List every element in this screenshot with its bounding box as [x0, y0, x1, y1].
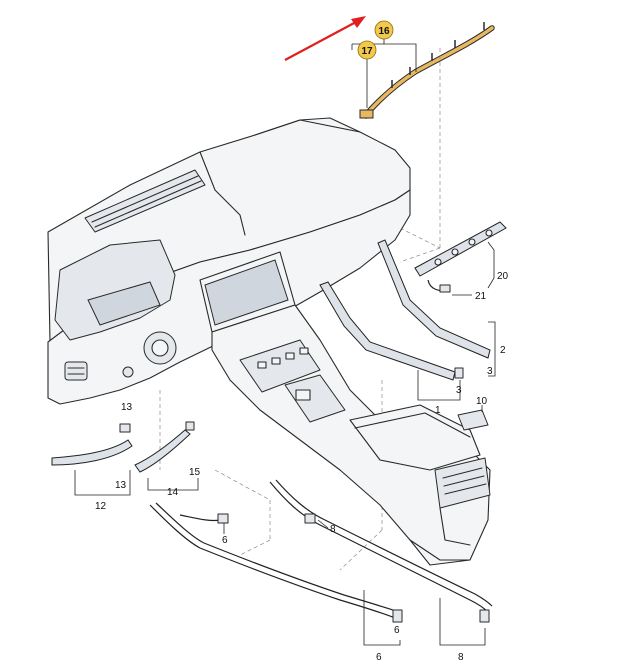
callout-13-bottom: 13 [115, 480, 127, 491]
led-strip-20[interactable] [414, 221, 507, 293]
ambient-light-strip-highlighted[interactable] [359, 22, 495, 119]
dash-strip-12[interactable] [51, 423, 133, 466]
callout-6-bottom: 6 [376, 652, 382, 662]
callout-8-bottom: 8 [458, 652, 464, 662]
dashboard-assembly [47, 117, 491, 566]
callout-1: 1 [435, 405, 441, 416]
long-light-strip-8[interactable] [269, 479, 493, 623]
callout-6-lower: 6 [394, 625, 400, 636]
leader-8 [317, 519, 486, 646]
callout-15: 15 [189, 467, 201, 478]
callout-3-right: 3 [487, 366, 493, 377]
badge-17 [357, 40, 377, 60]
console-trim-strip-2[interactable] [377, 239, 491, 359]
callout-16: 16 [378, 26, 390, 37]
long-light-strip-6[interactable] [149, 502, 403, 623]
callout-6-upper: 6 [222, 535, 228, 546]
red-pointer-arrow [284, 16, 366, 61]
callout-2: 2 [500, 345, 506, 356]
leader-6 [223, 523, 401, 646]
callout-labels: 16 17 20 21 2 3 3 1 10 13 13 12 15 14 6 … [95, 20, 509, 662]
callout-10: 10 [476, 396, 488, 407]
leader-20 [487, 241, 495, 289]
module-10[interactable] [457, 405, 489, 431]
callout-12: 12 [95, 501, 107, 512]
callout-13-top: 13 [121, 402, 133, 413]
dash-strip-14[interactable] [134, 421, 195, 473]
console-side-trim-1[interactable] [319, 281, 464, 381]
callout-17: 17 [361, 46, 373, 57]
leader-1 [417, 370, 461, 401]
callout-20: 20 [497, 271, 509, 282]
badge-16 [374, 20, 394, 40]
callout-14: 14 [167, 487, 179, 498]
callout-21: 21 [475, 291, 487, 302]
callout-8-upper: 8 [330, 524, 336, 535]
leader-14 [147, 478, 199, 491]
leader-12 [74, 470, 131, 496]
leader-2 [488, 321, 496, 377]
callout-3: 3 [456, 385, 462, 396]
